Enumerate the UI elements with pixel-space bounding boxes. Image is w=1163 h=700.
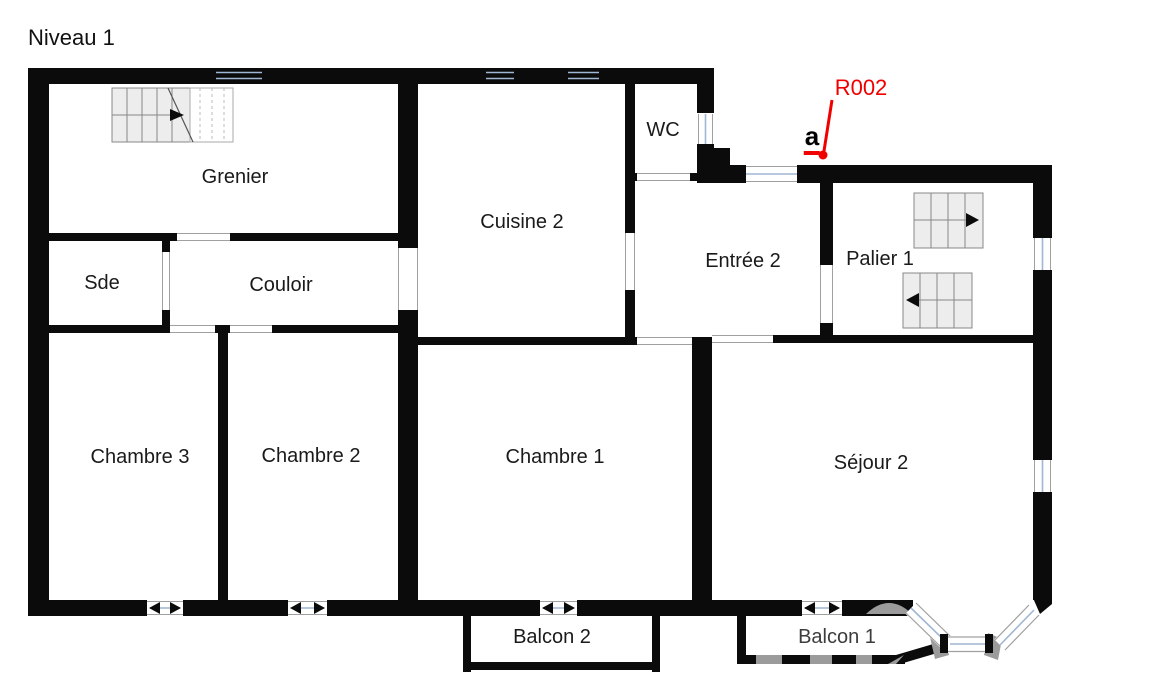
bay-windows (905, 602, 1040, 660)
walls (28, 68, 1052, 616)
room-label-sejour2: Séjour 2 (833, 452, 909, 474)
door-openings (162, 173, 833, 345)
room-label-chambre3: Chambre 3 (90, 446, 190, 468)
room-label-chambre2: Chambre 2 (261, 445, 361, 467)
annotation-reference: R002 (834, 75, 888, 100)
annotation-marker (818, 99, 834, 160)
balcony-walls (463, 607, 944, 672)
annotation-point-label: a (803, 121, 821, 155)
room-label-balcon2: Balcon 2 (513, 626, 591, 648)
stairs-grenier (111, 87, 234, 143)
room-label-entree2: Entrée 2 (705, 250, 781, 272)
room-label-chambre1: Chambre 1 (505, 446, 605, 468)
stairs-palier-down (902, 272, 973, 329)
room-label-balcon1: Balcon 1 (798, 626, 876, 648)
stairs-palier-up (913, 192, 984, 249)
room-label-sde: Sde (84, 272, 120, 294)
room-label-wc: WC (646, 119, 680, 141)
annotation-point (818, 150, 828, 160)
room-label-couloir: Couloir (249, 274, 313, 296)
windows (147, 68, 1052, 615)
room-label-cuisine2: Cuisine 2 (480, 211, 564, 233)
door-swing-shade (866, 603, 912, 614)
plan-title: Niveau 1 (28, 25, 115, 50)
room-label-palier1: Palier 1 (846, 248, 914, 270)
room-label-grenier: Grenier (201, 166, 269, 188)
